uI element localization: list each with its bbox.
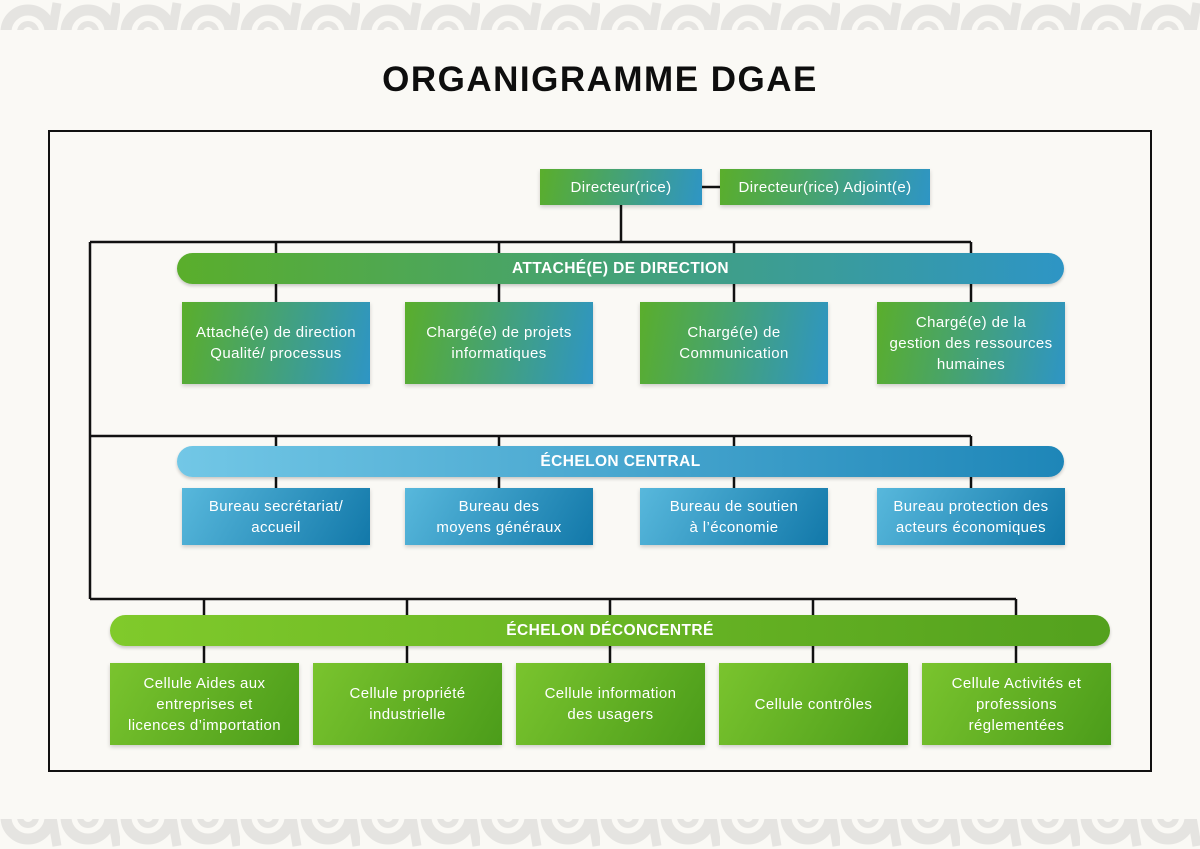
org-box-bureau-soutien-economie: Bureau de soutien à l’économie (640, 488, 828, 545)
org-box-cellule-propriete-industrielle: Cellule propriété industrielle (313, 663, 502, 745)
org-box-label: Cellule propriété industrielle (349, 685, 466, 723)
org-box-label: Bureau des moyens généraux (436, 497, 562, 536)
org-box-bureau-secretariat-accueil: Bureau secrétariat/ accueil (182, 488, 370, 545)
org-box-attache-qualite-processus: Attaché(e) de direction Qualité/ process… (182, 302, 370, 384)
org-box-charge-projets-informatiques: Chargé(e) de projets informatiques (405, 302, 593, 384)
org-box-label: Cellule Aides aux entreprises et licence… (127, 674, 282, 734)
org-box-charge-ressources-humaines: Chargé(e) de la gestion des ressources h… (877, 302, 1065, 384)
org-box-label: Chargé(e) de projets informatiques (426, 324, 572, 362)
org-box-director: Directeur(rice) (540, 169, 702, 205)
org-box-label: Chargé(e) de la gestion des ressources h… (889, 313, 1053, 373)
section-header-echelon-central: ÉCHELON CENTRAL (177, 446, 1064, 477)
section-header-label: ÉCHELON CENTRAL (540, 452, 701, 470)
section-header-echelon-deconcentre: ÉCHELON DÉCONCENTRÉ (110, 615, 1110, 646)
org-box-label: Attaché(e) de direction Qualité/ process… (195, 324, 357, 362)
org-box-cellule-information-usagers: Cellule information des usagers (516, 663, 705, 745)
org-box-label: Chargé(e) de Communication (679, 324, 789, 362)
org-box-deputy-director: Directeur(rice) Adjoint(e) (720, 169, 930, 205)
org-chart-frame: Directeur(rice) Directeur(rice) Adjoint(… (48, 130, 1152, 772)
org-box-label: Bureau de soutien à l’économie (669, 497, 799, 536)
org-box-label: Directeur(rice) Adjoint(e) (738, 178, 912, 196)
org-box-bureau-moyens-generaux: Bureau des moyens généraux (405, 488, 593, 545)
org-box-label: Directeur(rice) (570, 178, 672, 196)
org-box-label: Cellule contrôles (754, 695, 873, 713)
section-header-label: ATTACHÉ(E) DE DIRECTION (511, 259, 729, 277)
org-box-charge-communication: Chargé(e) de Communication (640, 302, 828, 384)
org-box-cellule-controles: Cellule contrôles (719, 663, 908, 745)
org-box-cellule-aides-entreprises: Cellule Aides aux entreprises et licence… (110, 663, 299, 745)
org-box-label: Cellule Activités et professions régleme… (951, 674, 1082, 734)
section-header-label: ÉCHELON DÉCONCENTRÉ (506, 621, 714, 639)
org-box-cellule-activites-professions: Cellule Activités et professions régleme… (922, 663, 1111, 745)
org-box-bureau-protection-acteurs: Bureau protection des acteurs économique… (877, 488, 1065, 545)
org-box-label: Cellule information des usagers (544, 685, 677, 723)
section-header-attache-direction: ATTACHÉ(E) DE DIRECTION (177, 253, 1064, 284)
decorative-border-bottom (0, 819, 1200, 849)
org-box-label: Bureau secrétariat/ accueil (208, 497, 344, 536)
decorative-border-top (0, 0, 1200, 30)
org-box-label: Bureau protection des acteurs économique… (893, 497, 1049, 536)
page-title: ORGANIGRAMME DGAE (382, 60, 818, 99)
